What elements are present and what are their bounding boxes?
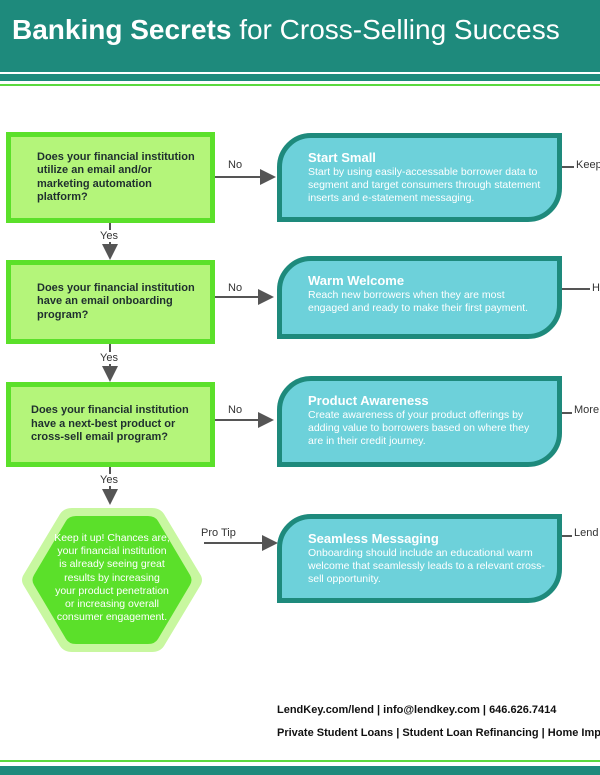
answer-body-1: Start by using easily-accessable borrowe… bbox=[308, 166, 541, 204]
question-box-3: Does your financial institution have a n… bbox=[6, 382, 215, 467]
answer-box-warm-welcome: Warm Welcome Reach new borrowers when th… bbox=[277, 256, 562, 339]
answer-box-start-small: Start Small Start by using easily-access… bbox=[277, 133, 562, 222]
answer-box-seamless-messaging: Seamless Messaging Onboarding should inc… bbox=[277, 514, 562, 603]
yes-label-1: Yes bbox=[100, 230, 118, 242]
question-box-1: Does your financial institution utilize … bbox=[6, 132, 215, 223]
answer-body-2: Reach new borrowers when they are most e… bbox=[308, 289, 529, 314]
header-divider-green bbox=[0, 84, 600, 86]
header-divider-teal bbox=[0, 74, 600, 81]
header-divider-white bbox=[0, 72, 600, 74]
page-title-rest: for Cross-Selling Success bbox=[239, 14, 560, 45]
answer-box-product-awareness: Product Awareness Create awareness of yo… bbox=[277, 376, 562, 467]
answer-body-4: Onboarding should include an educational… bbox=[308, 547, 545, 585]
right-label-h: H bbox=[592, 282, 600, 294]
answer-title-2: Warm Welcome bbox=[308, 273, 405, 288]
hexagon-shape bbox=[22, 508, 202, 652]
page-title-bold: Banking Secrets bbox=[12, 14, 232, 45]
question-text-3: Does your financial institution have a n… bbox=[31, 404, 189, 444]
yes-label-2: Yes bbox=[100, 352, 118, 364]
footer-band bbox=[0, 766, 600, 775]
page-title: Banking Secrets for Cross-Selling Succes… bbox=[12, 12, 560, 48]
footer-divider-green bbox=[0, 760, 600, 762]
contact-line: LendKey.com/lend | info@lendkey.com | 64… bbox=[277, 704, 557, 716]
outcome-text: Keep it up! Chances are, your financial … bbox=[54, 532, 170, 624]
products-line: Private Student Loans | Student Loan Ref… bbox=[277, 727, 600, 739]
question-text-1: Does your financial institution utilize … bbox=[37, 150, 195, 204]
pro-tip-label: Pro Tip bbox=[201, 527, 236, 539]
right-label-lend: Lend bbox=[574, 527, 599, 539]
answer-title-3: Product Awareness bbox=[308, 393, 429, 408]
answer-title-4: Seamless Messaging bbox=[308, 531, 439, 546]
outcome-hexagon: Keep it up! Chances are, your financial … bbox=[20, 504, 204, 656]
header-band: Banking Secrets for Cross-Selling Succes… bbox=[0, 0, 600, 72]
answer-body-3: Create awareness of your product offerin… bbox=[308, 409, 530, 447]
yes-label-3: Yes bbox=[100, 474, 118, 486]
no-label-3: No bbox=[228, 404, 243, 416]
no-label-1: No bbox=[228, 159, 243, 171]
question-box-2: Does your financial institution have an … bbox=[6, 260, 215, 344]
question-text-2: Does your financial institution have an … bbox=[37, 281, 195, 321]
right-label-keep: Keep bbox=[576, 159, 600, 171]
no-label-2: No bbox=[228, 282, 243, 294]
answer-title-1: Start Small bbox=[308, 150, 376, 165]
right-label-more: More bbox=[574, 404, 600, 416]
